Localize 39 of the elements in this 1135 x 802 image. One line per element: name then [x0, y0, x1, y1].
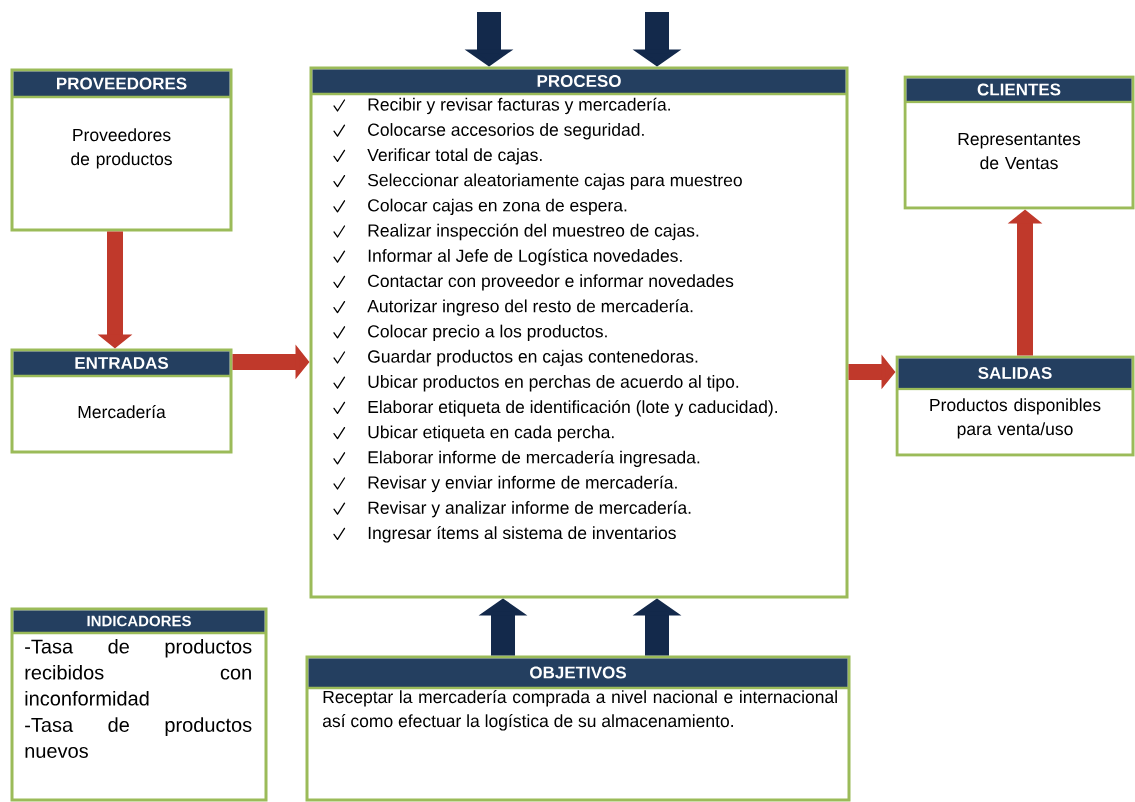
- titled-box: [309, 66, 849, 599]
- checklist-item: Ingresar ítems al sistema de inventarios: [368, 526, 676, 543]
- checklist-item: Autorizar ingreso del resto de mercadería.: [367, 299, 693, 316]
- checklist-item: Elaborar informe de mercadería ingresada.: [368, 450, 700, 467]
- body-text: Productos disponibles para venta/uso: [930, 398, 1101, 439]
- checklist-item: Guardar productos en cajas contenedoras.: [368, 349, 698, 367]
- titled-box: [10, 68, 233, 232]
- header-bar: SALIDAS: [897, 358, 1133, 391]
- body-text: Proveedores de productos: [71, 128, 172, 169]
- checklist-item: Verificar total de cajas.: [367, 148, 542, 165]
- header-bar: PROCESO: [311, 69, 847, 96]
- checklist-item: Colocar precio a los productos.: [368, 324, 607, 341]
- titled-box: [895, 355, 1135, 457]
- body-text: Mercadería: [78, 405, 166, 419]
- checklist-item: Realizar inspección del muestreo de cajas.: [368, 223, 699, 241]
- checklist-item: Ubicar etiqueta en cada percha.: [368, 425, 614, 442]
- checklist-item: Revisar y enviar informe de mercadería.: [368, 475, 677, 493]
- header-bar: INDICADORES: [12, 610, 266, 635]
- body-text: -Tasa de productos recibidos con inconformidad: [25, 638, 252, 706]
- checklist-item: Revisar y analizar informe de mercadería.: [368, 500, 691, 518]
- checklist-item: Elaborar etiqueta de identificación (lote y caducidad).: [368, 400, 777, 417]
- checklist-item: Colocarse accesorios de seguridad.: [368, 123, 644, 140]
- checklist-item: Seleccionar aleatoriamente cajas para muestreo: [368, 173, 742, 190]
- header-bar: OBJETIVOS: [307, 658, 849, 690]
- titled-box: [903, 75, 1135, 210]
- body-text: -Tasa de productos nuevos: [25, 717, 252, 758]
- header-bar: PROVEEDORES: [12, 71, 231, 99]
- header-bar: CLIENTES: [905, 78, 1133, 104]
- body-text: Receptar la mercadería comprada a nivel nacional e internacional así como efectuar la logística de su almacenamiento.: [322, 690, 837, 731]
- checklist-item: Colocar cajas en zona de espera.: [368, 198, 627, 215]
- checklist-item: Informar al Jefe de Logística novedades.: [368, 248, 682, 266]
- titled-box: [10, 348, 233, 454]
- checklist-item: Recibir y revisar facturas y mercadería.: [368, 97, 670, 115]
- body-text: Representantes de Ventas: [958, 132, 1081, 170]
- checklist-item: Contactar con proveedor e informar novedades: [368, 274, 734, 291]
- titled-box: [10, 607, 268, 802]
- checklist-item: Ubicar productos en perchas de acuerdo al tipo.: [368, 375, 739, 392]
- titled-box: [305, 655, 851, 802]
- header-bar: ENTRADAS: [12, 351, 231, 378]
